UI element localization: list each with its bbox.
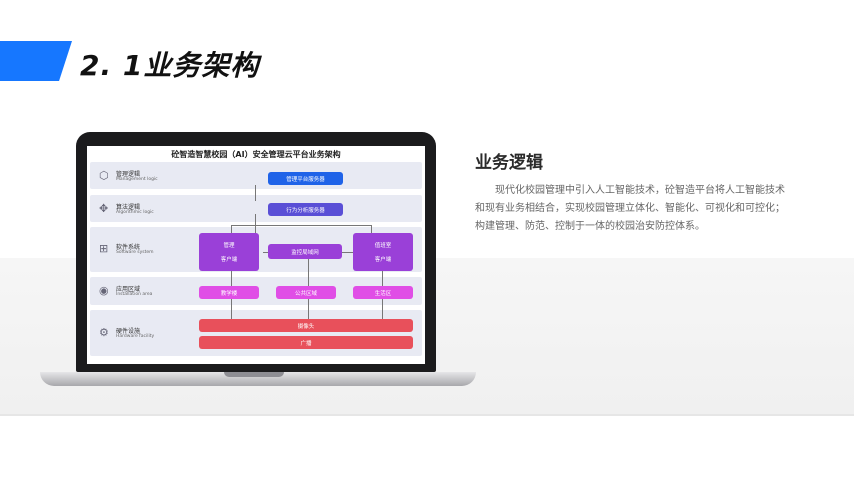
layer-algorithm: ✥ 算法逻辑 Algorithmic logic (90, 195, 422, 222)
layer-name-cn: 应用区域 (116, 286, 141, 293)
side-heading: 业务逻辑 (475, 153, 543, 173)
connector-line (231, 225, 232, 233)
duty-client-label: 值班室 (374, 243, 392, 249)
lan-node: 监控局域网 (268, 244, 342, 259)
side-body-text: 现代化校园管理中引入人工智能技术，砼智造平台将人工智能技术和现有业务相结合，实现… (475, 185, 785, 232)
admin-client-label: 管理 (223, 243, 235, 249)
teaching-building-node: 教学楼 (199, 286, 259, 299)
layer-management: ⬡ 管理逻辑 Management logic (90, 162, 422, 189)
laptop-base (40, 372, 476, 386)
layer-name-en: Hardware facility (116, 334, 155, 339)
laptop-lid: 砼智造智慧校园（AI）安全管理云平台业务架构 ⬡ 管理逻辑 Management… (76, 132, 436, 372)
duty-client-label: 客户端 (374, 257, 392, 263)
grid-icon: ⊞ (99, 242, 109, 255)
slide-title: 2. 1业务架构 (80, 49, 260, 82)
layer-name-en: Software system (116, 250, 154, 255)
laptop-notch (224, 372, 284, 377)
public-area-node: 公共区域 (276, 286, 336, 299)
connector-line (371, 225, 372, 233)
layer-name-cn: 算法逻辑 (116, 204, 141, 211)
layer-name-en: Algorithmic logic (116, 210, 154, 215)
chip-icon: ⚙ (99, 326, 109, 339)
layer-name-cn: 硬件设施 (116, 328, 141, 335)
location-pin-icon: ◉ (99, 284, 109, 297)
connector-line (255, 214, 256, 244)
layer-name-en: Management logic (116, 177, 158, 182)
analysis-server-node: 行为分析服务器 (268, 203, 343, 216)
layer-name-cn: 软件系统 (116, 244, 141, 251)
diagram-title: 砼智造智慧校园（AI）安全管理云平台业务架构 (171, 150, 341, 159)
duty-client-node: 值班室 客户端 (353, 233, 413, 271)
move-arrows-icon: ✥ (99, 202, 109, 215)
title-accent-bar (0, 41, 72, 81)
layer-name-cn: 管理逻辑 (116, 171, 141, 178)
broadcast-node: 广播 (199, 336, 413, 349)
living-area-node: 生活区 (353, 286, 413, 299)
laptop-screen: 砼智造智慧校园（AI）安全管理云平台业务架构 ⬡ 管理逻辑 Management… (87, 146, 425, 364)
admin-client-label: 客户端 (220, 257, 238, 263)
connector-line (231, 225, 371, 226)
management-server-node: 管理平台服务器 (268, 172, 343, 185)
camera-node: 摄像头 (199, 319, 413, 332)
layer-name-en: Installation area (116, 292, 153, 297)
cube-icon: ⬡ (99, 169, 109, 182)
connector-line (255, 185, 256, 201)
admin-client-node: 管理 客户端 (199, 233, 259, 271)
layer-hardware: ⚙ 硬件设施 Hardware facility (90, 310, 422, 356)
